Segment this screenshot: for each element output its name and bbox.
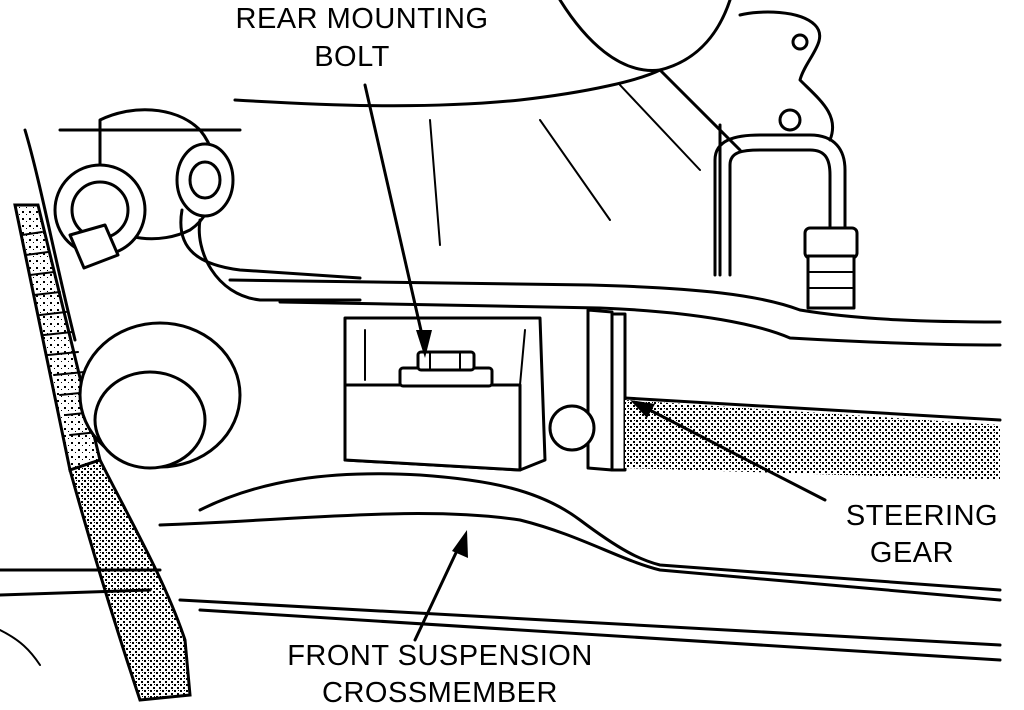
gear-housing-end [78, 321, 242, 470]
frame-rail [228, 278, 1002, 347]
crossmember-label-line1: FRONT SUSPENSION [287, 640, 593, 672]
rear-mounting-bolt-label-line1: REAR MOUNTING [236, 3, 489, 35]
engine-housing [233, 0, 835, 277]
mounting-bracket [343, 316, 547, 472]
steering-gear-label-line1: STEERING [846, 500, 998, 532]
pressure-hose [13, 128, 192, 702]
rear-mounting-bolt-label-line2: BOLT [314, 41, 390, 73]
steering-gear-label-line2: GEAR [870, 537, 954, 569]
hose-fittings [53, 108, 362, 302]
steering-gear-shaft [548, 308, 1002, 480]
crossmember [0, 472, 1002, 666]
fluid-line [713, 108, 859, 310]
callout-arrows [363, 83, 827, 642]
crossmember-label-line2: CROSSMEMBER [322, 677, 558, 709]
